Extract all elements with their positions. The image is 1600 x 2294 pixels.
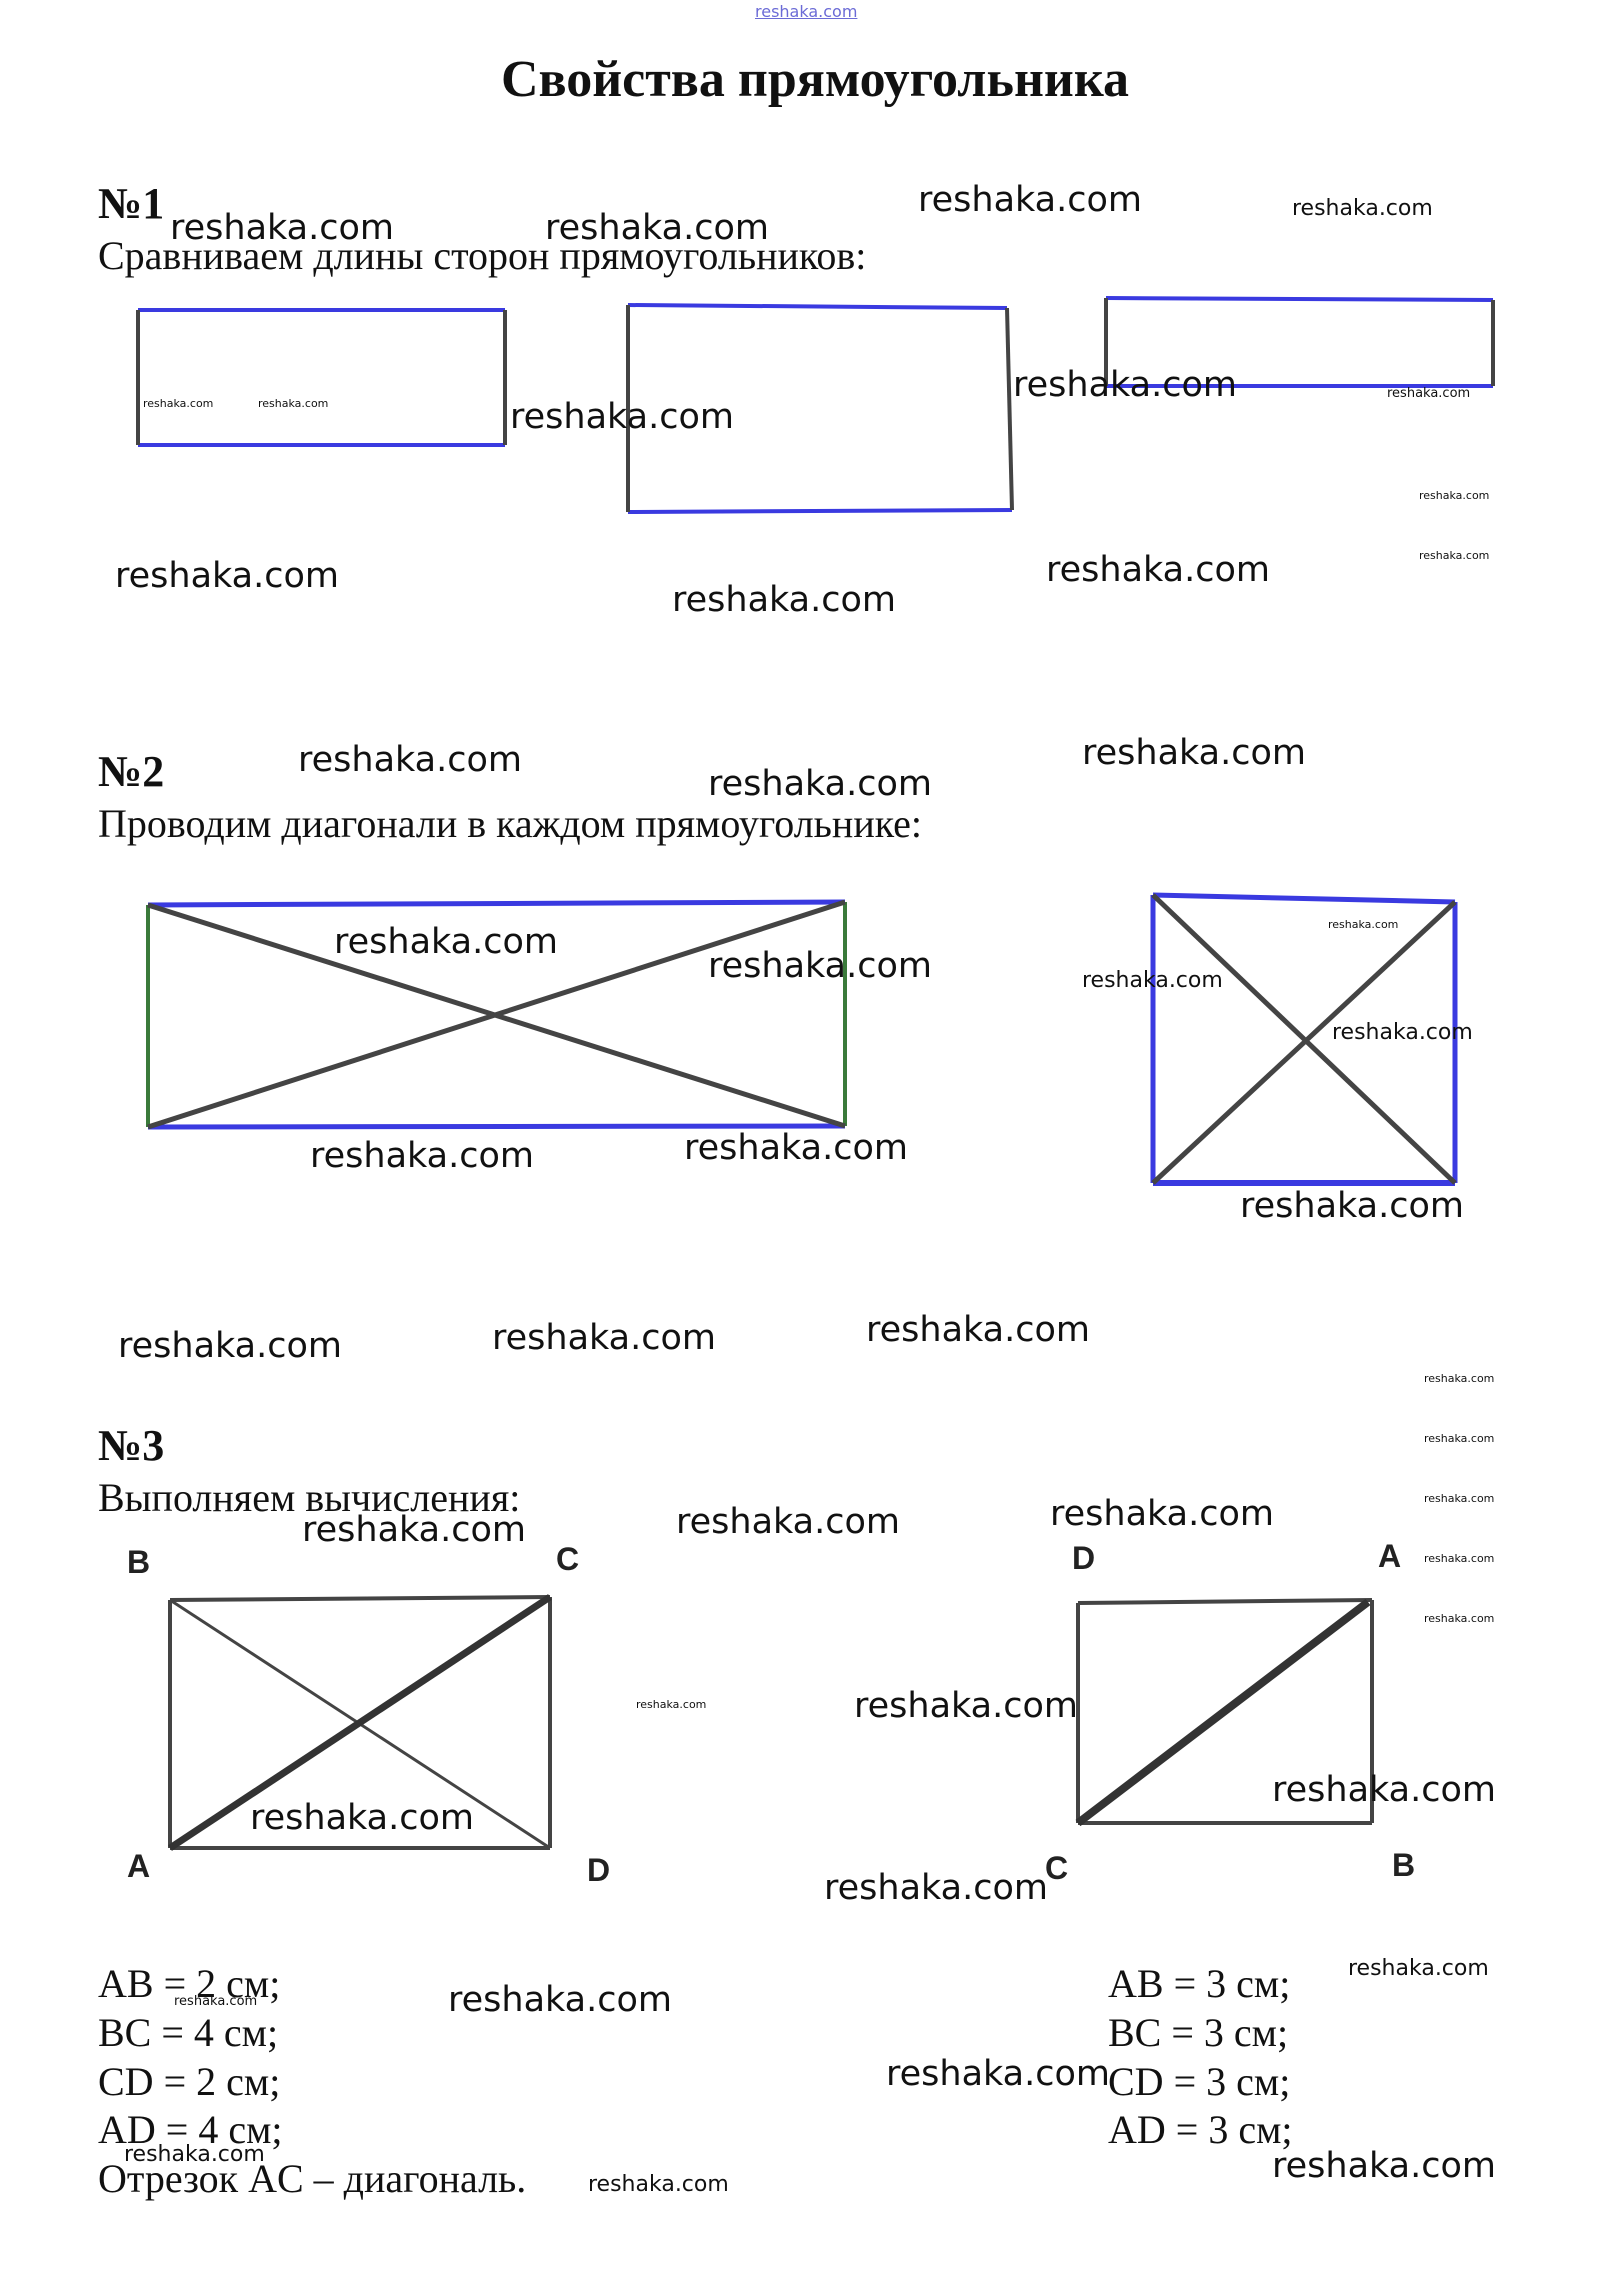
watermark: reshaka.com	[1013, 365, 1237, 405]
task3-rect-left	[168, 1594, 552, 1851]
left-vertex-d: D	[587, 1852, 611, 1888]
watermark: reshaka.com	[1424, 1432, 1495, 1445]
left-line-ad: AD = 4 см;	[98, 2107, 283, 2152]
watermark: reshaka.com	[1082, 733, 1306, 773]
watermark: reshaka.com	[334, 922, 558, 962]
right-line-ad: AD = 3 см;	[1108, 2107, 1293, 2152]
watermark: reshaka.com	[1082, 968, 1223, 993]
right-line-bc: BC = 3 см;	[1108, 2010, 1289, 2055]
watermark: reshaka.com	[886, 2054, 1110, 2094]
task2-text: Проводим диагонали в каждом прямоугольни…	[98, 801, 923, 846]
task2-rect-1	[146, 899, 847, 1130]
watermark: reshaka.com	[545, 208, 769, 248]
watermark: reshaka.com	[310, 1136, 534, 1176]
site-mark[interactable]: reshaka.com	[755, 2, 858, 21]
watermark: reshaka.com	[258, 397, 329, 410]
left-line-diagonal: Отрезок AC – диагональ.	[98, 2156, 527, 2201]
watermark: reshaka.com	[298, 740, 522, 780]
task1-rect-3	[1104, 296, 1495, 388]
watermark: reshaka.com	[174, 1994, 258, 2009]
watermark: reshaka.com	[143, 397, 214, 410]
watermark: reshaka.com	[1348, 1956, 1489, 1981]
task3-rect-right	[1075, 1598, 1374, 1827]
watermark: reshaka.com	[1050, 1494, 1274, 1534]
right-line-cd: CD = 3 см;	[1108, 2059, 1291, 2104]
right-vertex-c: C	[1045, 1850, 1069, 1886]
watermark: reshaka.com	[684, 1128, 908, 1168]
watermark: reshaka.com	[124, 2142, 265, 2167]
watermark: reshaka.com	[1424, 1612, 1495, 1625]
task1-text: Сравниваем длины сторон прямоугольников:	[98, 233, 867, 278]
watermark: reshaka.com	[918, 180, 1142, 220]
right-vertex-d: D	[1072, 1540, 1096, 1576]
watermark: reshaka.com	[1328, 918, 1399, 931]
watermark: reshaka.com	[636, 1698, 707, 1711]
watermark: reshaka.com	[1332, 1020, 1473, 1045]
watermark: reshaka.com	[510, 397, 734, 437]
watermark: reshaka.com	[302, 1510, 526, 1550]
watermark: reshaka.com	[170, 208, 394, 248]
watermark: reshaka.com	[1419, 549, 1490, 562]
watermark: reshaka.com	[1272, 1770, 1496, 1810]
task2-rect-2	[1150, 892, 1458, 1186]
watermark: reshaka.com	[1046, 550, 1270, 590]
watermark: reshaka.com	[492, 1318, 716, 1358]
watermark: reshaka.com	[1424, 1372, 1495, 1385]
watermark: reshaka.com	[676, 1502, 900, 1542]
left-line-bc: BC = 4 см;	[98, 2010, 279, 2055]
right-vertex-a: A	[1378, 1538, 1402, 1574]
left-line-ab: AB = 2 см;	[98, 1961, 281, 2006]
task1-rect-1	[136, 308, 507, 447]
right-vertex-b: B	[1392, 1847, 1416, 1883]
watermark: reshaka.com	[118, 1326, 342, 1366]
task3-number: №3	[98, 1421, 165, 1470]
left-vertex-a: A	[127, 1848, 151, 1884]
right-line-ab: AB = 3 см;	[1108, 1961, 1291, 2006]
watermark: reshaka.com	[1240, 1186, 1464, 1226]
watermark: reshaka.com	[448, 1980, 672, 2020]
watermark: reshaka.com	[708, 946, 932, 986]
watermark: reshaka.com	[1419, 489, 1490, 502]
watermark: reshaka.com	[1424, 1552, 1495, 1565]
watermark: reshaka.com	[672, 580, 896, 620]
watermark: reshaka.com	[866, 1310, 1090, 1350]
task1-number: №1	[98, 179, 165, 228]
watermark: reshaka.com	[1387, 386, 1471, 401]
watermark: reshaka.com	[588, 2172, 729, 2197]
left-vertex-c: C	[556, 1541, 580, 1577]
watermark: reshaka.com	[854, 1686, 1078, 1726]
task2-number: №2	[98, 747, 165, 796]
task3-text: Выполняем вычисления:	[98, 1475, 521, 1520]
watermark: reshaka.com	[115, 556, 339, 596]
watermark: reshaka.com	[1272, 2146, 1496, 2186]
watermark: reshaka.com	[824, 1868, 1048, 1908]
watermark: reshaka.com	[250, 1798, 474, 1838]
watermark: reshaka.com	[1424, 1492, 1495, 1505]
watermark: reshaka.com	[708, 764, 932, 804]
task1-rect-2	[626, 303, 1014, 514]
left-line-cd: CD = 2 см;	[98, 2059, 281, 2104]
watermark: reshaka.com	[1292, 196, 1433, 221]
page-title: Свойства прямоугольника	[500, 51, 1130, 108]
left-vertex-b: B	[127, 1544, 151, 1580]
